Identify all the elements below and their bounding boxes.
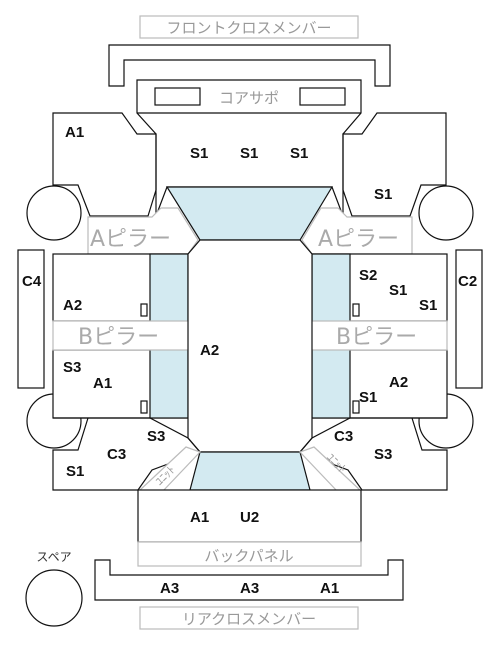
right-rear-door-handle (352, 400, 360, 414)
code-rear-left-c3: C3 (107, 446, 126, 463)
core-support-slot-left (154, 87, 201, 106)
left-side-strip (17, 249, 45, 389)
right-side-strip (455, 249, 483, 389)
a-pillar-left-label: Aピラー (90, 227, 171, 252)
code-front-s1-3: S1 (290, 145, 308, 162)
rear-glass (189, 451, 311, 491)
b-pillar-left-label: Bピラー (78, 325, 159, 350)
rear-cross-member-box (139, 606, 359, 630)
code-right-corner-c3: C3 (334, 428, 353, 445)
code-rear-cross-a3-2: A3 (240, 580, 259, 597)
wheel-front-left (26, 185, 82, 241)
code-right-upper-s2: S2 (359, 267, 377, 284)
code-rear-right-s3: S3 (374, 446, 392, 463)
left-front-door-handle (140, 303, 148, 317)
b-pillar-right-label: Bピラー (336, 325, 417, 350)
b-pillar-right (309, 320, 448, 351)
code-front-right-s1: S1 (374, 186, 392, 203)
code-rear-u2: U2 (240, 509, 259, 526)
code-rear-cross-a3-1: A3 (160, 580, 179, 597)
code-left-upper-a2: A2 (63, 297, 82, 314)
code-front-a1: A1 (65, 124, 84, 141)
code-right-lower-s1: S1 (359, 389, 377, 406)
code-rear-cross-a1: A1 (320, 580, 339, 597)
rear-cross-member-label: リアクロスメンバー (182, 610, 316, 628)
code-left-lower-s3: S3 (63, 359, 81, 376)
wheel-front-right (418, 185, 474, 241)
left-front-fender (52, 112, 157, 217)
code-right-upper-s1a: S1 (389, 282, 407, 299)
code-right-lower-a2: A2 (389, 374, 408, 391)
front-cross-member-box (139, 15, 359, 39)
a-pillar-right-label: Aピラー (318, 227, 399, 252)
front-cross-member-label: フロントクロスメンバー (166, 19, 331, 37)
b-pillar-left (52, 320, 191, 351)
code-center-a2: A2 (200, 342, 219, 359)
code-left-c4: C4 (22, 273, 42, 290)
right-rear-quarter (298, 417, 448, 491)
core-support-label: コアサポ (219, 89, 279, 107)
code-right-c2: C2 (458, 273, 477, 290)
rear-panel (137, 489, 362, 543)
code-right-upper-s1b: S1 (419, 297, 437, 314)
code-left-corner-s3: S3 (147, 428, 165, 445)
front-bracket (108, 44, 391, 87)
spare-tire (25, 569, 83, 627)
core-support-slot-right (299, 87, 346, 106)
left-rear-door-handle (140, 400, 148, 414)
code-rear-left-s1: S1 (66, 463, 84, 480)
code-left-lower-a1: A1 (93, 375, 112, 392)
right-front-door-handle (352, 303, 360, 317)
back-panel-box (137, 541, 362, 567)
right-front-fender (342, 112, 447, 217)
code-rear-a1: A1 (190, 509, 209, 526)
code-front-s1-2: S1 (240, 145, 258, 162)
spare-label: スペア (36, 550, 71, 564)
code-front-s1-1: S1 (190, 145, 208, 162)
rear-cross-bracket (94, 559, 404, 601)
back-panel-label: バックパネル (204, 547, 293, 565)
